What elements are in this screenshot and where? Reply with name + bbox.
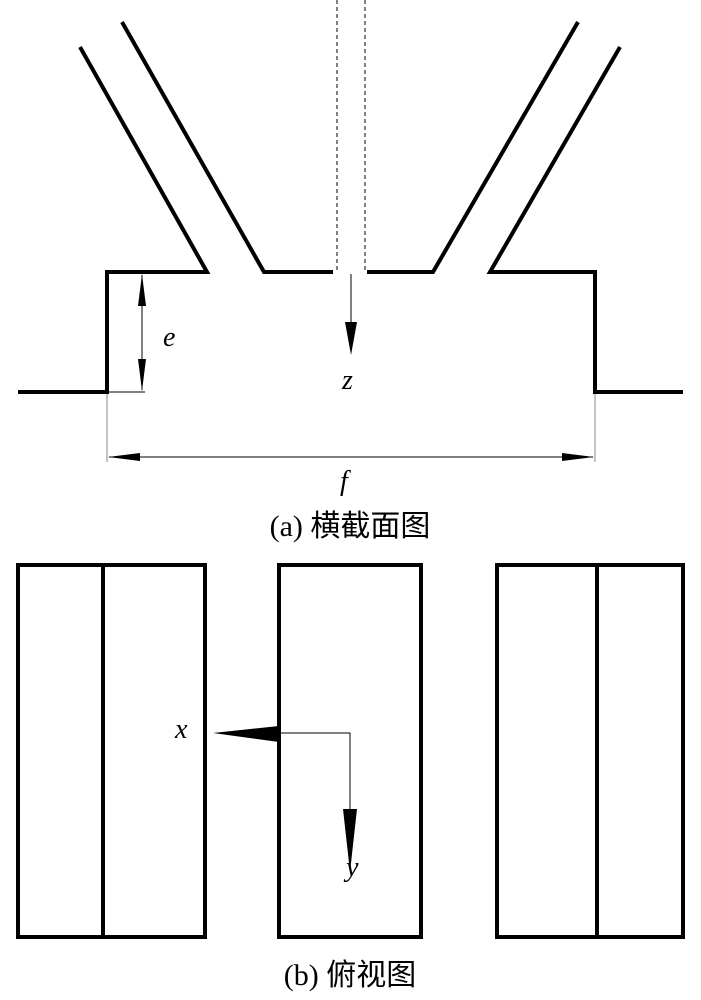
caption-top-view: (b) 俯视图 (284, 959, 416, 992)
right-block (495, 563, 685, 939)
label-f: f (340, 466, 351, 497)
middle-block (277, 563, 423, 939)
label-z: z (341, 365, 353, 396)
right-inner-channel-wall (367, 20, 580, 274)
cross-section-view: e z f (a) 横截面图 (18, 0, 683, 543)
left-inner-channel-wall (120, 21, 333, 274)
dimension-f (106, 394, 596, 462)
dimension-e (107, 274, 146, 393)
y-axis-arrow (279, 732, 357, 872)
caption-cross-section: (a) 横截面图 (270, 510, 431, 543)
label-x: x (174, 714, 188, 745)
label-e: e (163, 322, 175, 353)
left-block (16, 563, 207, 939)
left-outer-wall (18, 46, 211, 394)
label-y: y (343, 852, 359, 883)
top-view: x y (b) 俯视图 (16, 563, 685, 992)
right-outer-wall (486, 45, 683, 394)
x-axis-arrow (213, 726, 279, 742)
z-axis-arrow (345, 274, 357, 355)
